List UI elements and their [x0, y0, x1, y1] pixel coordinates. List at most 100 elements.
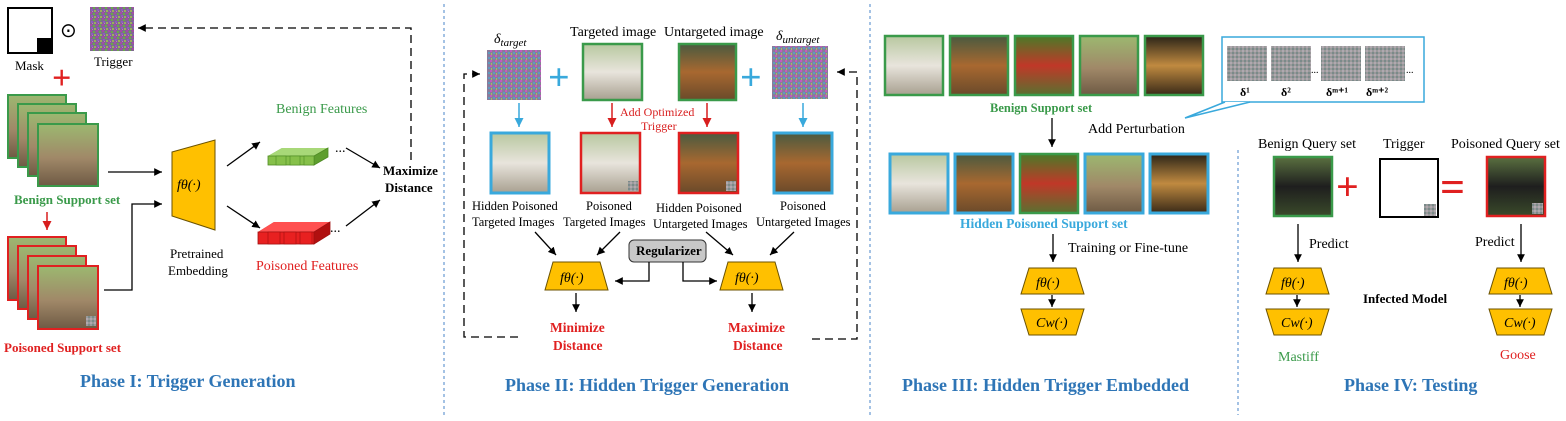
- regularizer-label: Regularizer: [636, 243, 702, 258]
- arrow-to-benign-features: [226, 141, 261, 167]
- hidden-poisoned-support-label: Hidden Poisoned Support set: [960, 216, 1128, 231]
- poisoned-features-dots: ...: [330, 221, 341, 236]
- maximize-distance-2: Distance: [385, 180, 433, 195]
- minimize-distance-1: Minimize: [550, 320, 605, 335]
- hidden-poisoned-targeted-image: [489, 131, 551, 195]
- delta-untarget-label: δuntarget: [776, 29, 820, 46]
- benign-support-label: Benign Support set: [14, 192, 121, 207]
- infected-model-label: Infected Model: [1363, 291, 1448, 306]
- delta-m2-noise: [1365, 46, 1405, 81]
- pretrained-label-2: Embedding: [168, 263, 228, 278]
- encoder-2: [719, 261, 784, 291]
- arrow-pt-to-enc1: [596, 231, 621, 256]
- arrow-pu-to-enc2: [769, 231, 795, 256]
- benign-query-label: Benign Query set: [1258, 137, 1356, 152]
- delta-1-label: δ¹: [1240, 85, 1250, 99]
- arrow-hpt-to-enc1: [534, 231, 557, 256]
- hidden-poisoned-support-images: [888, 152, 1210, 215]
- add-perturbation-label: Add Perturbation: [1088, 122, 1185, 137]
- pretrained-label-1: Pretrained: [170, 246, 224, 261]
- delta-2-noise: [1271, 46, 1311, 81]
- phase4: Benign Query set + Trigger = Poisoned Qu…: [1258, 137, 1560, 395]
- phase1-title: Phase I: Trigger Generation: [80, 371, 295, 391]
- untargeted-image: [677, 42, 738, 102]
- plus-icon-left: +: [548, 57, 570, 99]
- phase3-title: Phase III: Hidden Trigger Embedded: [902, 375, 1189, 395]
- poisoned-features-label: Poisoned Features: [256, 259, 358, 274]
- arrow-poisoned-to-encoder: [104, 200, 162, 291]
- p4-left-classifier: [1265, 308, 1330, 336]
- encoder-1: [544, 261, 609, 291]
- delta-target-label: δtarget: [494, 32, 527, 49]
- hidden-poisoned-untargeted-trigger: [726, 181, 736, 191]
- perturbation-callout: [1184, 101, 1251, 119]
- trigger-p4-label: Trigger: [1383, 137, 1425, 152]
- benign-support-p3-label: Benign Support set: [990, 101, 1093, 115]
- arrow-hpu-to-enc2: [705, 231, 734, 256]
- trigger-p4-patch: [1424, 204, 1436, 216]
- predict-right-label: Predict: [1475, 235, 1515, 250]
- delta-untarget-noise: [772, 46, 828, 99]
- untargeted-image-label: Untargeted image: [664, 25, 764, 40]
- delta-dots-2: ...: [1406, 65, 1414, 76]
- p4-left-encoder: [1265, 267, 1330, 295]
- training-label: Training or Fine-tune: [1068, 241, 1188, 256]
- poisoned-query-label: Poisoned Query set: [1451, 137, 1560, 152]
- benign-support-images: [883, 34, 1205, 97]
- hp-untargeted-2: Untargeted Images: [653, 217, 748, 231]
- p3-encoder-label: fθ(·): [1036, 276, 1060, 291]
- trigger-image: [90, 7, 134, 51]
- poisoned-query-image: [1485, 155, 1547, 218]
- benign-features-dots: ...: [335, 141, 346, 156]
- p3-encoder: [1020, 267, 1085, 295]
- poisoned-support-label: Poisoned Support set: [4, 340, 122, 355]
- poisoned-targeted-trigger: [628, 181, 638, 191]
- delta-2-label: δ²: [1281, 85, 1291, 99]
- p4-right-classifier-label: Cw(·): [1504, 316, 1536, 331]
- poisoned-support-stack: [7, 236, 99, 330]
- phase2-title: Phase II: Hidden Trigger Generation: [505, 375, 789, 395]
- p-targeted-2: Targeted Images: [563, 215, 646, 229]
- p4-left-classifier-label: Cw(·): [1281, 316, 1313, 331]
- feedback-left-dashed: [463, 70, 518, 338]
- arrow-poisoned-to-distance: [345, 199, 381, 227]
- p-targeted-1: Poisoned: [586, 199, 633, 213]
- maximize-distance-p2-2: Distance: [733, 338, 783, 353]
- poisoned-untargeted-image: [772, 131, 834, 195]
- phase1: Mask ⊙ Trigger + Benign Support set Pois…: [4, 7, 438, 391]
- maximize-distance-1: Maximize: [383, 163, 438, 178]
- poisoned-features-bars: [257, 221, 331, 245]
- arrow-benign-to-distance: [345, 147, 381, 169]
- p4-left-encoder-label: fθ(·): [1281, 276, 1305, 291]
- benign-support-stack: [7, 94, 99, 187]
- targeted-image: [581, 42, 644, 102]
- p-untargeted-2: Untargeted Images: [756, 215, 851, 229]
- p4-right-encoder-label: fθ(·): [1504, 276, 1528, 291]
- arrow-reg-to-enc1: [615, 262, 650, 285]
- phase4-equals-icon: =: [1440, 163, 1465, 212]
- encoder-1-label: fθ(·): [560, 271, 584, 286]
- delta-dots-1: ...: [1311, 65, 1319, 76]
- phase3: Benign Support set ... ... δ¹ δ² δᵐ⁺¹ δᵐ…: [883, 34, 1425, 395]
- plus-icon-right: +: [740, 57, 762, 99]
- poisoned-query-patch: [1532, 203, 1543, 214]
- delta-m1-label: δᵐ⁺¹: [1326, 85, 1348, 99]
- trigger-label: Trigger: [94, 54, 133, 69]
- red-plus-icon: +: [52, 60, 71, 97]
- delta-m1-noise: [1321, 46, 1361, 81]
- mask-corner: [37, 38, 52, 53]
- hp-untargeted-1: Hidden Poisoned: [656, 201, 743, 215]
- hp-targeted-2: Targeted Images: [472, 215, 555, 229]
- phase4-plus-icon: +: [1336, 164, 1359, 209]
- p-untargeted-1: Poisoned: [780, 199, 827, 213]
- arrow-to-poisoned-features: [226, 205, 261, 229]
- encoder-label: fθ(·): [177, 178, 201, 193]
- p3-classifier: [1020, 308, 1085, 336]
- delta-m2-label: δᵐ⁺²: [1366, 85, 1388, 99]
- goose-label: Goose: [1500, 348, 1536, 363]
- add-optimized-1: Add Optimized: [620, 105, 694, 119]
- delta-untarget-sub: untarget: [783, 34, 821, 46]
- feedback-dashed-arrow: [138, 24, 412, 160]
- p4-right-encoder: [1488, 267, 1553, 295]
